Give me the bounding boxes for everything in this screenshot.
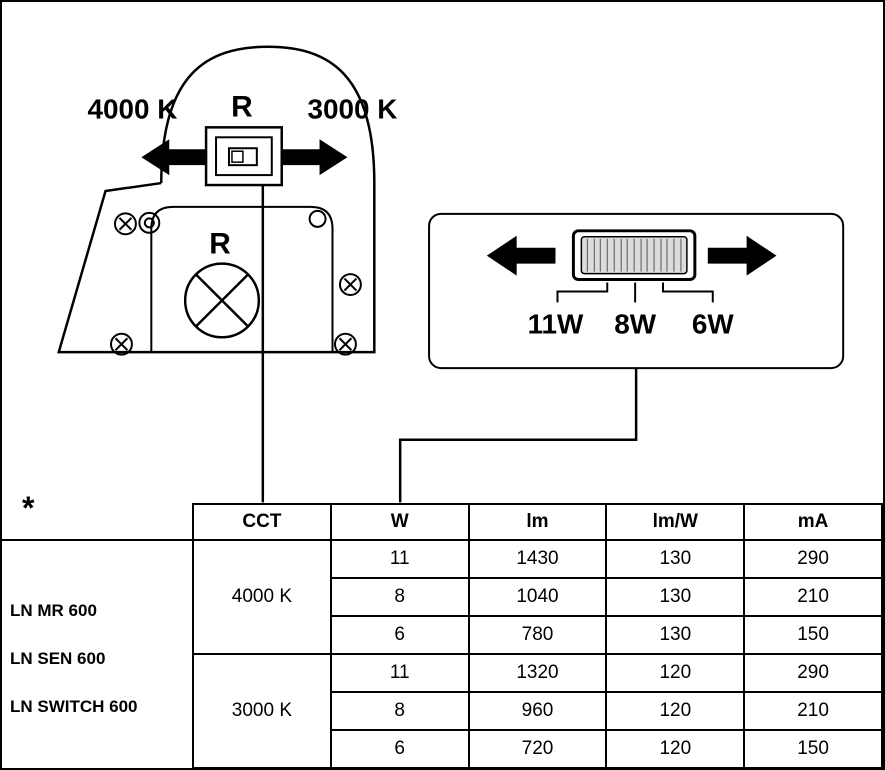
table-row: 6 780 130 150 <box>193 615 883 655</box>
table-row: 3000 K 11 1320 120 290 <box>192 653 883 768</box>
fixture-drawing <box>57 45 376 356</box>
cell-w: 8 <box>329 577 470 617</box>
cell-lm: 720 <box>467 729 608 768</box>
cct-switch <box>204 126 283 187</box>
cct-switch-label: R <box>231 90 253 123</box>
cell-lm: 1040 <box>467 577 608 617</box>
product-name: LN SWITCH 600 <box>10 697 138 716</box>
slider-knob-hatch <box>586 238 682 272</box>
cell-w: 6 <box>329 615 470 655</box>
ring-icon <box>138 211 161 234</box>
power-slider-frame <box>571 229 697 282</box>
power-slider-drawing <box>428 212 845 370</box>
product-name: LN SEN 600 <box>10 649 106 668</box>
arrow-left-icon <box>486 235 556 276</box>
table-row: 6 720 120 150 <box>193 729 883 768</box>
footnote-asterisk: * <box>22 490 35 526</box>
cell-lm-per-w: 120 <box>605 729 746 768</box>
table-row: 8 960 120 210 <box>193 691 883 731</box>
cell-cct-3000k: 3000 K <box>192 653 332 768</box>
fixture-dome <box>160 45 376 184</box>
spec-table: CCT W lm lm/W mA 4000 K 11 1430 130 290 … <box>192 503 883 768</box>
cell-w: 6 <box>329 729 470 768</box>
cell-w: 11 <box>329 539 470 579</box>
header-ma: mA <box>743 503 883 541</box>
hole-icon <box>308 209 327 228</box>
cct-left-label: 4000 K <box>87 93 177 124</box>
arrow-right-icon <box>281 139 348 176</box>
table-row: 8 1040 130 210 <box>193 577 883 617</box>
screw-icon <box>113 212 137 236</box>
cell-lm-per-w: 120 <box>605 653 746 693</box>
cell-lm: 1430 <box>467 539 608 579</box>
power-label-8w: 8W <box>614 308 657 339</box>
header-lm-per-w: lm/W <box>605 503 746 541</box>
connector-power-line <box>398 368 638 503</box>
screw-icon <box>110 332 133 356</box>
cell-lm-per-w: 130 <box>605 539 746 579</box>
cell-w: 8 <box>329 691 470 731</box>
fixture-outline <box>57 181 376 354</box>
cell-ma: 290 <box>743 653 883 693</box>
cell-ma: 290 <box>743 539 883 579</box>
cell-ma: 210 <box>743 577 883 617</box>
product-list: LN MR 600 LN SEN 600 LN SWITCH 600 <box>2 539 192 768</box>
header-lm: lm <box>467 503 608 541</box>
cell-lm-per-w: 130 <box>605 615 746 655</box>
header-cct: CCT <box>192 503 332 541</box>
arrow-left-icon <box>141 139 208 176</box>
table-header-row: CCT W lm lm/W mA <box>192 503 883 541</box>
slider-position-marks <box>556 282 714 303</box>
fixture-body-label: R <box>209 228 231 261</box>
power-label-11w: 11W <box>528 308 584 339</box>
power-label-6w: 6W <box>692 308 735 339</box>
cell-lm-per-w: 120 <box>605 691 746 731</box>
screw-icon <box>338 273 362 296</box>
product-name: LN MR 600 <box>10 601 97 620</box>
cell-ma: 210 <box>743 691 883 731</box>
cell-w: 11 <box>329 653 470 693</box>
cct-right-label: 3000 K <box>307 93 397 124</box>
arrow-right-icon <box>707 235 777 276</box>
cell-ma: 150 <box>743 615 883 655</box>
lamp-symbol-icon <box>183 262 261 339</box>
cell-lm: 1320 <box>467 653 608 693</box>
cell-cct-4000k: 4000 K <box>192 539 332 655</box>
cell-ma: 150 <box>743 729 883 768</box>
cell-lm-per-w: 130 <box>605 577 746 617</box>
cell-lm: 780 <box>467 615 608 655</box>
table-row: 4000 K 11 1430 130 290 <box>192 539 883 655</box>
header-w: W <box>329 503 470 541</box>
cell-lm: 960 <box>467 691 608 731</box>
screw-icon <box>333 332 357 356</box>
